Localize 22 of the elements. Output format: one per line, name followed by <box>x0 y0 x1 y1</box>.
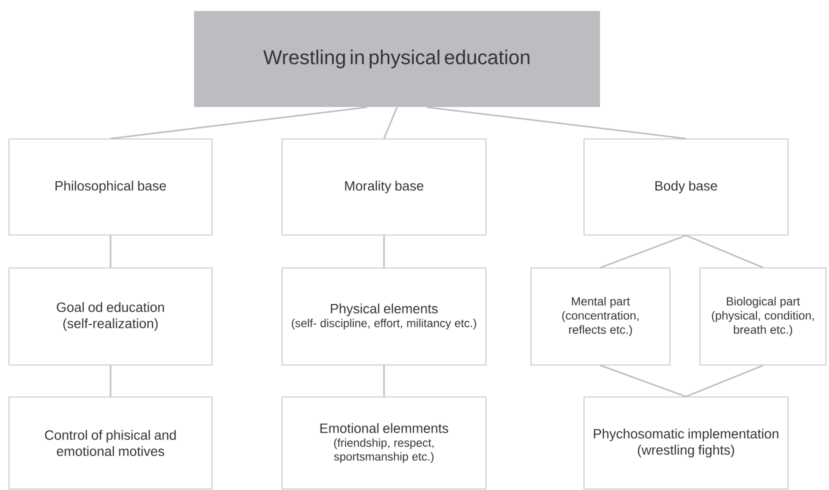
connector-line <box>110 365 112 397</box>
connector-line <box>383 365 385 397</box>
text-box: Physical elements (self- discipline, effort, militancy etc.) <box>282 268 486 366</box>
text-box: Philosophical base <box>8 138 212 236</box>
connector-line <box>426 106 686 140</box>
connector-line <box>383 235 385 268</box>
title-box: Wrestling in physical education <box>194 11 600 107</box>
text-box: Body base <box>584 138 788 236</box>
text-box: Goal od education (self-realization) <box>8 268 212 366</box>
text-box: Morality base <box>282 138 486 236</box>
text-box: Control of phisical and emotional motives <box>8 396 212 490</box>
text-box: Emotional elemments (friendship, respect, sportsmanship etc.) <box>282 396 486 490</box>
text-box: Phychosomatic implementation (wrestling fights) <box>584 396 788 490</box>
connector-line <box>110 106 368 140</box>
text-box: Mental part (concentration, reflects etc.) <box>530 268 670 366</box>
connector-line <box>383 106 398 139</box>
connector-line <box>686 364 764 398</box>
connector-line <box>600 234 686 268</box>
connector-line <box>600 364 686 398</box>
text-box: Biological part (physical, condition, breath etc.) <box>700 268 826 366</box>
connector-line <box>686 234 764 268</box>
connector-line <box>110 235 112 268</box>
